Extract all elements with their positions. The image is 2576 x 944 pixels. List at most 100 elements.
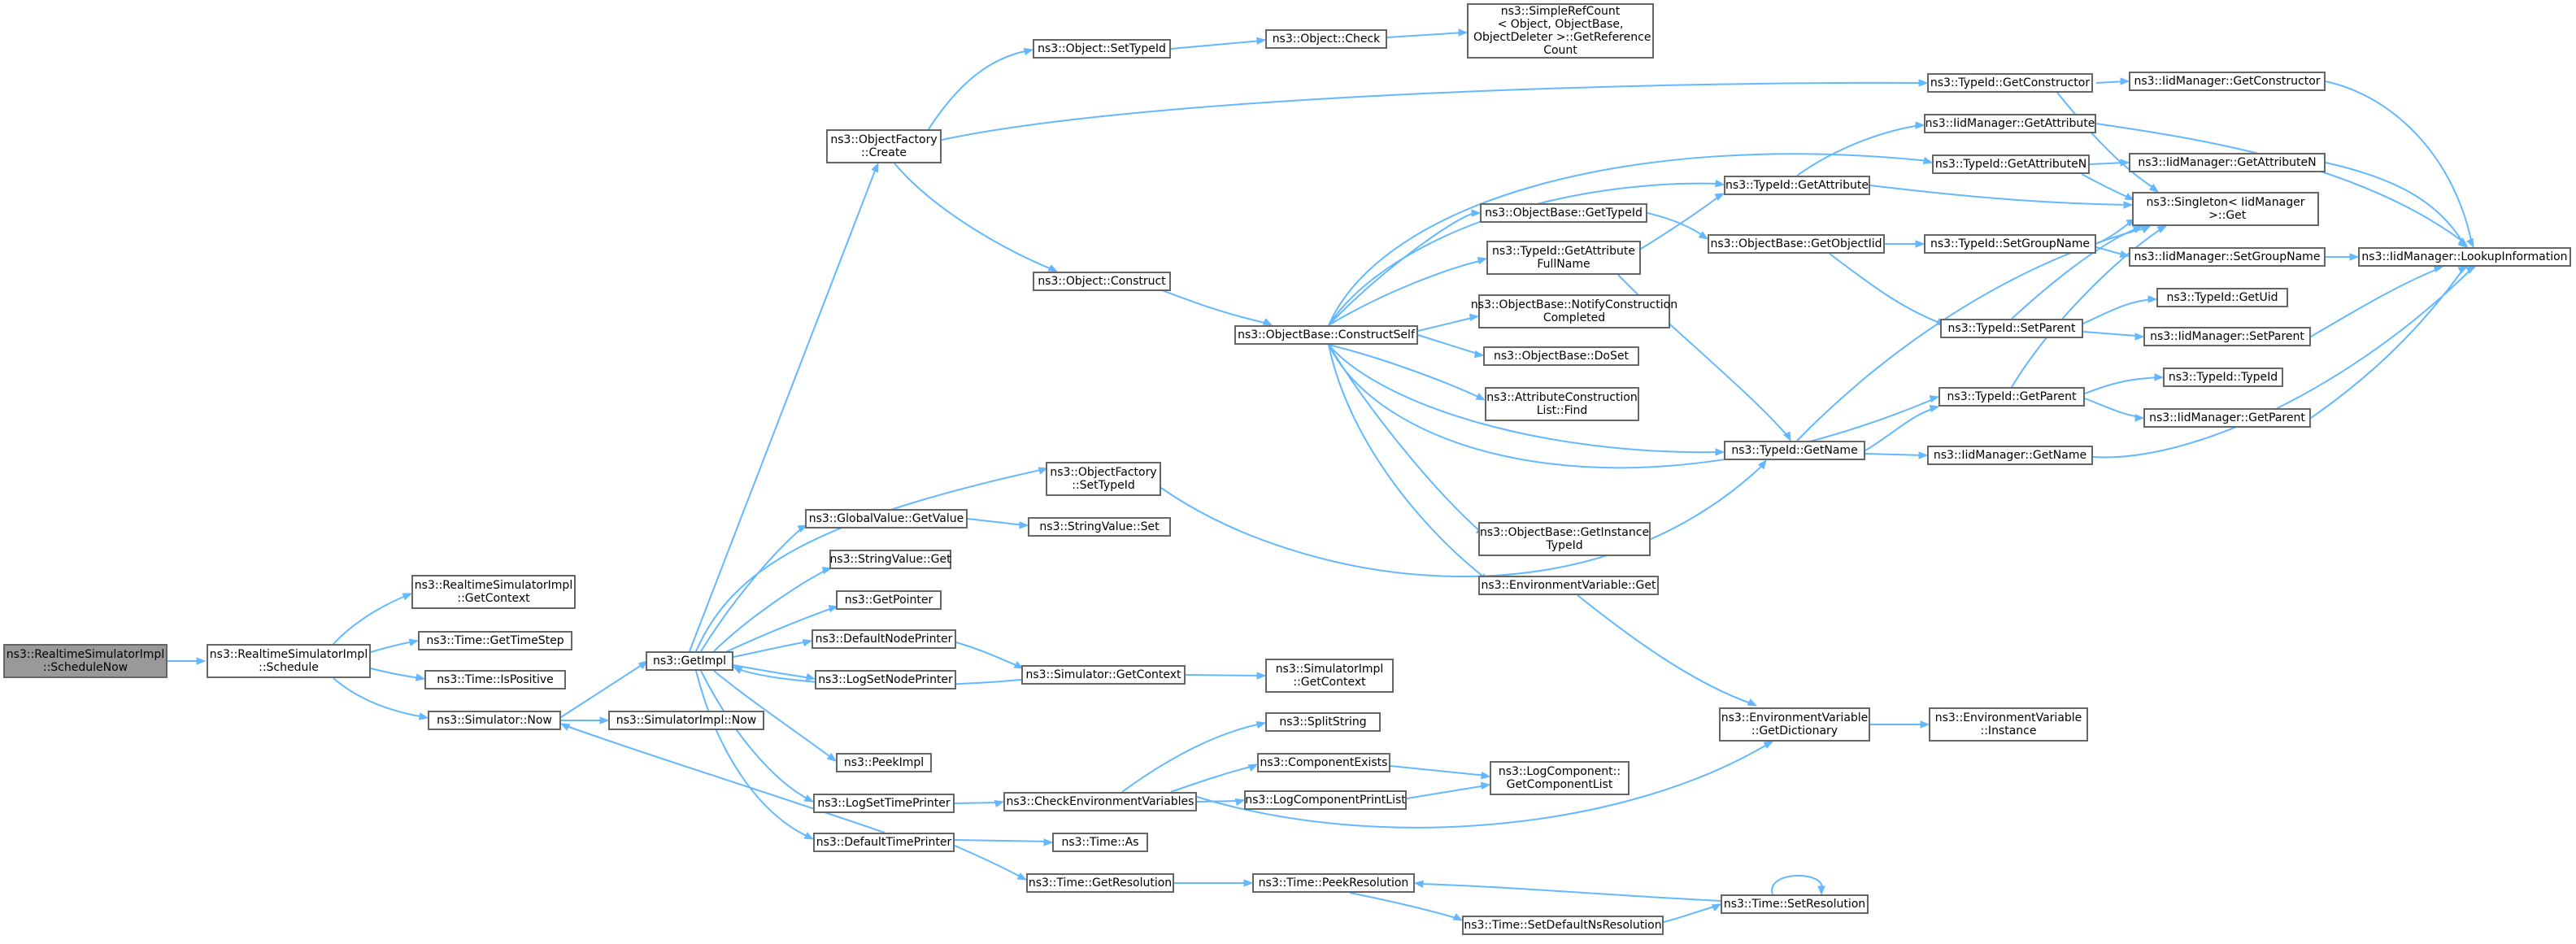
call-edge [2092,268,2473,459]
node-object-set-type-id[interactable]: ns3::Object::SetTypeId [1033,39,1171,59]
node-iid-manager-get-constructor[interactable]: ns3::IidManager::GetConstructor [2129,72,2326,91]
node-object-base-get-object-iid[interactable]: ns3::ObjectBase::GetObjectIid [1708,234,1885,254]
call-edge-arrowhead [802,638,813,647]
call-edge [695,670,811,838]
call-edge [1170,40,1263,50]
node-type-id-set-parent[interactable]: ns3::TypeId::SetParent [1940,319,2083,338]
node-iid-manager-get-attribute[interactable]: ns3::IidManager::GetAttribute [1924,114,2096,133]
call-edge-arrowhead [1038,467,1049,475]
node-environment-variable-get[interactable]: ns3::EnvironmentVariable::Get [1478,576,1659,595]
call-edge [955,642,1020,668]
node-type-id-get-name[interactable]: ns3::TypeId::GetName [1724,441,1865,460]
node-realtime-simulator-impl-get-context[interactable]: ns3::RealtimeSimulatorImpl ::GetContext [411,575,576,609]
node-default-node-printer[interactable]: ns3::DefaultNodePrinter [812,629,956,649]
node-type-id-type-id[interactable]: ns3::TypeId::TypeId [2163,368,2283,387]
call-edge [700,670,811,801]
node-object-factory-set-type-id[interactable]: ns3::ObjectFactory ::SetTypeId [1046,462,1161,496]
node-log-set-node-printer[interactable]: ns3::LogSetNodePrinter [815,670,956,690]
node-iid-manager-lookup-information[interactable]: ns3::IidManager::LookupInformation [2358,247,2571,267]
node-attribute-construction-list-find[interactable]: ns3::AttributeConstruction List::Find [1485,387,1639,421]
node-log-component-get-component-list[interactable]: ns3::LogComponent:: GetComponentList [1490,761,1630,795]
call-edge-arrowhead [1918,79,1929,87]
node-type-id-set-group-name[interactable]: ns3::TypeId::SetGroupName [1924,234,2096,254]
node-iid-manager-set-parent[interactable]: ns3::IidManager::SetParent [2143,327,2311,346]
node-peek-impl[interactable]: ns3::PeekImpl [836,753,932,772]
node-realtime-simulator-impl-schedule[interactable]: ns3::RealtimeSimulatorImpl ::Schedule [207,644,371,678]
node-object-base-notify-construction-completed[interactable]: ns3::ObjectBase::NotifyConstruction Comp… [1471,294,1677,328]
call-edge-arrowhead [1452,913,1464,921]
node-split-string[interactable]: ns3::SplitString [1265,712,1381,732]
node-time-peek-resolution[interactable]: ns3::Time::PeekResolution [1252,873,1415,893]
call-edge-arrowhead [1929,394,1940,403]
node-environment-variable-get-dictionary[interactable]: ns3::EnvironmentVariable ::GetDictionary [1719,707,1870,742]
node-type-id-get-attribute-full-name[interactable]: ns3::TypeId::GetAttribute FullName [1486,241,1641,275]
node-get-pointer[interactable]: ns3::GetPointer [836,590,942,610]
call-edge-arrowhead [1234,798,1246,807]
node-simulator-now[interactable]: ns3::Simulator::Now [428,711,561,730]
call-edge [967,518,1025,526]
call-edge-arrowhead [2349,253,2360,261]
node-time-is-positive[interactable]: ns3::Time::IsPositive [424,670,566,690]
call-edge-arrowhead [1255,37,1267,46]
node-simulator-impl-now[interactable]: ns3::SimulatorImpl::Now [608,711,764,730]
node-global-value-get-value[interactable]: ns3::GlobalValue::GetValue [805,509,968,529]
node-object-base-do-set[interactable]: ns3::ObjectBase::DoSet [1483,346,1639,366]
call-edge [2082,298,2154,324]
call-edge-arrowhead [1471,209,1482,217]
call-edge-arrowhead [2140,225,2152,233]
call-edge [1640,194,1721,250]
call-edge-arrowhead [1255,720,1267,729]
node-time-get-resolution[interactable]: ns3::Time::GetResolution [1026,873,1174,893]
node-type-id-get-attribute[interactable]: ns3::TypeId::GetAttribute [1724,176,1870,195]
node-environment-variable-instance[interactable]: ns3::EnvironmentVariable ::Instance [1929,707,2088,742]
call-edge [723,607,835,654]
node-string-value-get[interactable]: ns3::StringValue::Get [829,550,951,569]
node-object-construct[interactable]: ns3::Object::Construct [1033,272,1171,291]
node-iid-manager-get-name[interactable]: ns3::IidManager::GetName [1927,446,2093,465]
node-object-base-get-type-id[interactable]: ns3::ObjectBase::GetTypeId [1480,203,1647,223]
node-object-factory-create[interactable]: ns3::ObjectFactory ::Create [826,129,942,163]
node-simulator-impl-get-context[interactable]: ns3::SimulatorImpl ::GetContext [1265,659,1394,693]
node-default-time-printer[interactable]: ns3::DefaultTimePrinter [813,833,955,852]
node-object-base-construct-self[interactable]: ns3::ObjectBase::ConstructSelf [1234,325,1418,345]
node-type-id-get-attribute-n[interactable]: ns3::TypeId::GetAttributeN [1932,154,2090,174]
node-log-set-time-printer[interactable]: ns3::LogSetTimePrinter [813,794,955,813]
call-edge-arrowhead [2124,193,2135,201]
call-edge [2325,80,2473,245]
call-edge-arrowhead [1019,521,1029,529]
node-iid-manager-set-group-name[interactable]: ns3::IidManager::SetGroupName [2129,247,2326,267]
call-edge-arrowhead [1256,672,1267,680]
node-get-impl[interactable]: ns3::GetImpl [646,651,733,671]
call-edge-arrowhead [871,162,879,173]
node-simple-ref-count-get-reference-count[interactable]: ns3::SimpleRefCount < Object, ObjectBase… [1467,3,1654,59]
node-type-id-get-constructor[interactable]: ns3::TypeId::GetConstructor [1927,73,2093,93]
call-edge [1349,892,1460,920]
call-edge [1160,463,1765,577]
node-time-get-time-step[interactable]: ns3::Time::GetTimeStep [418,631,572,650]
call-edge-arrowhead [2465,266,2477,274]
call-edge-arrowhead [1043,838,1054,846]
node-iid-manager-get-parent[interactable]: ns3::IidManager::GetParent [2143,408,2311,428]
call-edge [941,81,1925,141]
node-iid-manager-get-attribute-n[interactable]: ns3::IidManager::GetAttributeN [2129,153,2326,172]
node-object-check[interactable]: ns3::Object::Check [1265,29,1387,49]
call-edge-arrowhead [599,716,610,724]
call-edge-arrowhead [2457,266,2469,274]
node-component-exists[interactable]: ns3::ComponentExists [1257,753,1390,772]
node-object-base-get-instance-type-id[interactable]: ns3::ObjectBase::GetInstance TypeId [1478,522,1651,556]
node-singleton-iid-manager-get[interactable]: ns3::Singleton< IidManager >::Get [2132,192,2319,226]
node-log-component-print-list[interactable]: ns3::LogComponentPrintList [1244,790,1407,810]
call-edge-arrowhead [1047,264,1059,272]
call-edge [2084,398,2141,418]
node-string-value-set[interactable]: ns3::StringValue::Set [1028,517,1171,537]
node-simulator-get-context[interactable]: ns3::Simulator::GetContext [1021,665,1186,685]
node-check-environment-variables[interactable]: ns3::CheckEnvironmentVariables [1003,792,1197,811]
node-type-id-get-uid[interactable]: ns3::TypeId::GetUid [2156,288,2288,307]
call-edge [1328,344,1482,533]
node-time-as[interactable]: ns3::Time::As [1052,833,1148,852]
node-time-set-resolution[interactable]: ns3::Time::SetResolution [1721,894,1869,914]
call-edge [713,670,833,759]
node-type-id-get-parent[interactable]: ns3::TypeId::GetParent [1939,387,2085,407]
node-time-set-default-ns-resolution[interactable]: ns3::Time::SetDefaultNsResolution [1462,916,1664,935]
